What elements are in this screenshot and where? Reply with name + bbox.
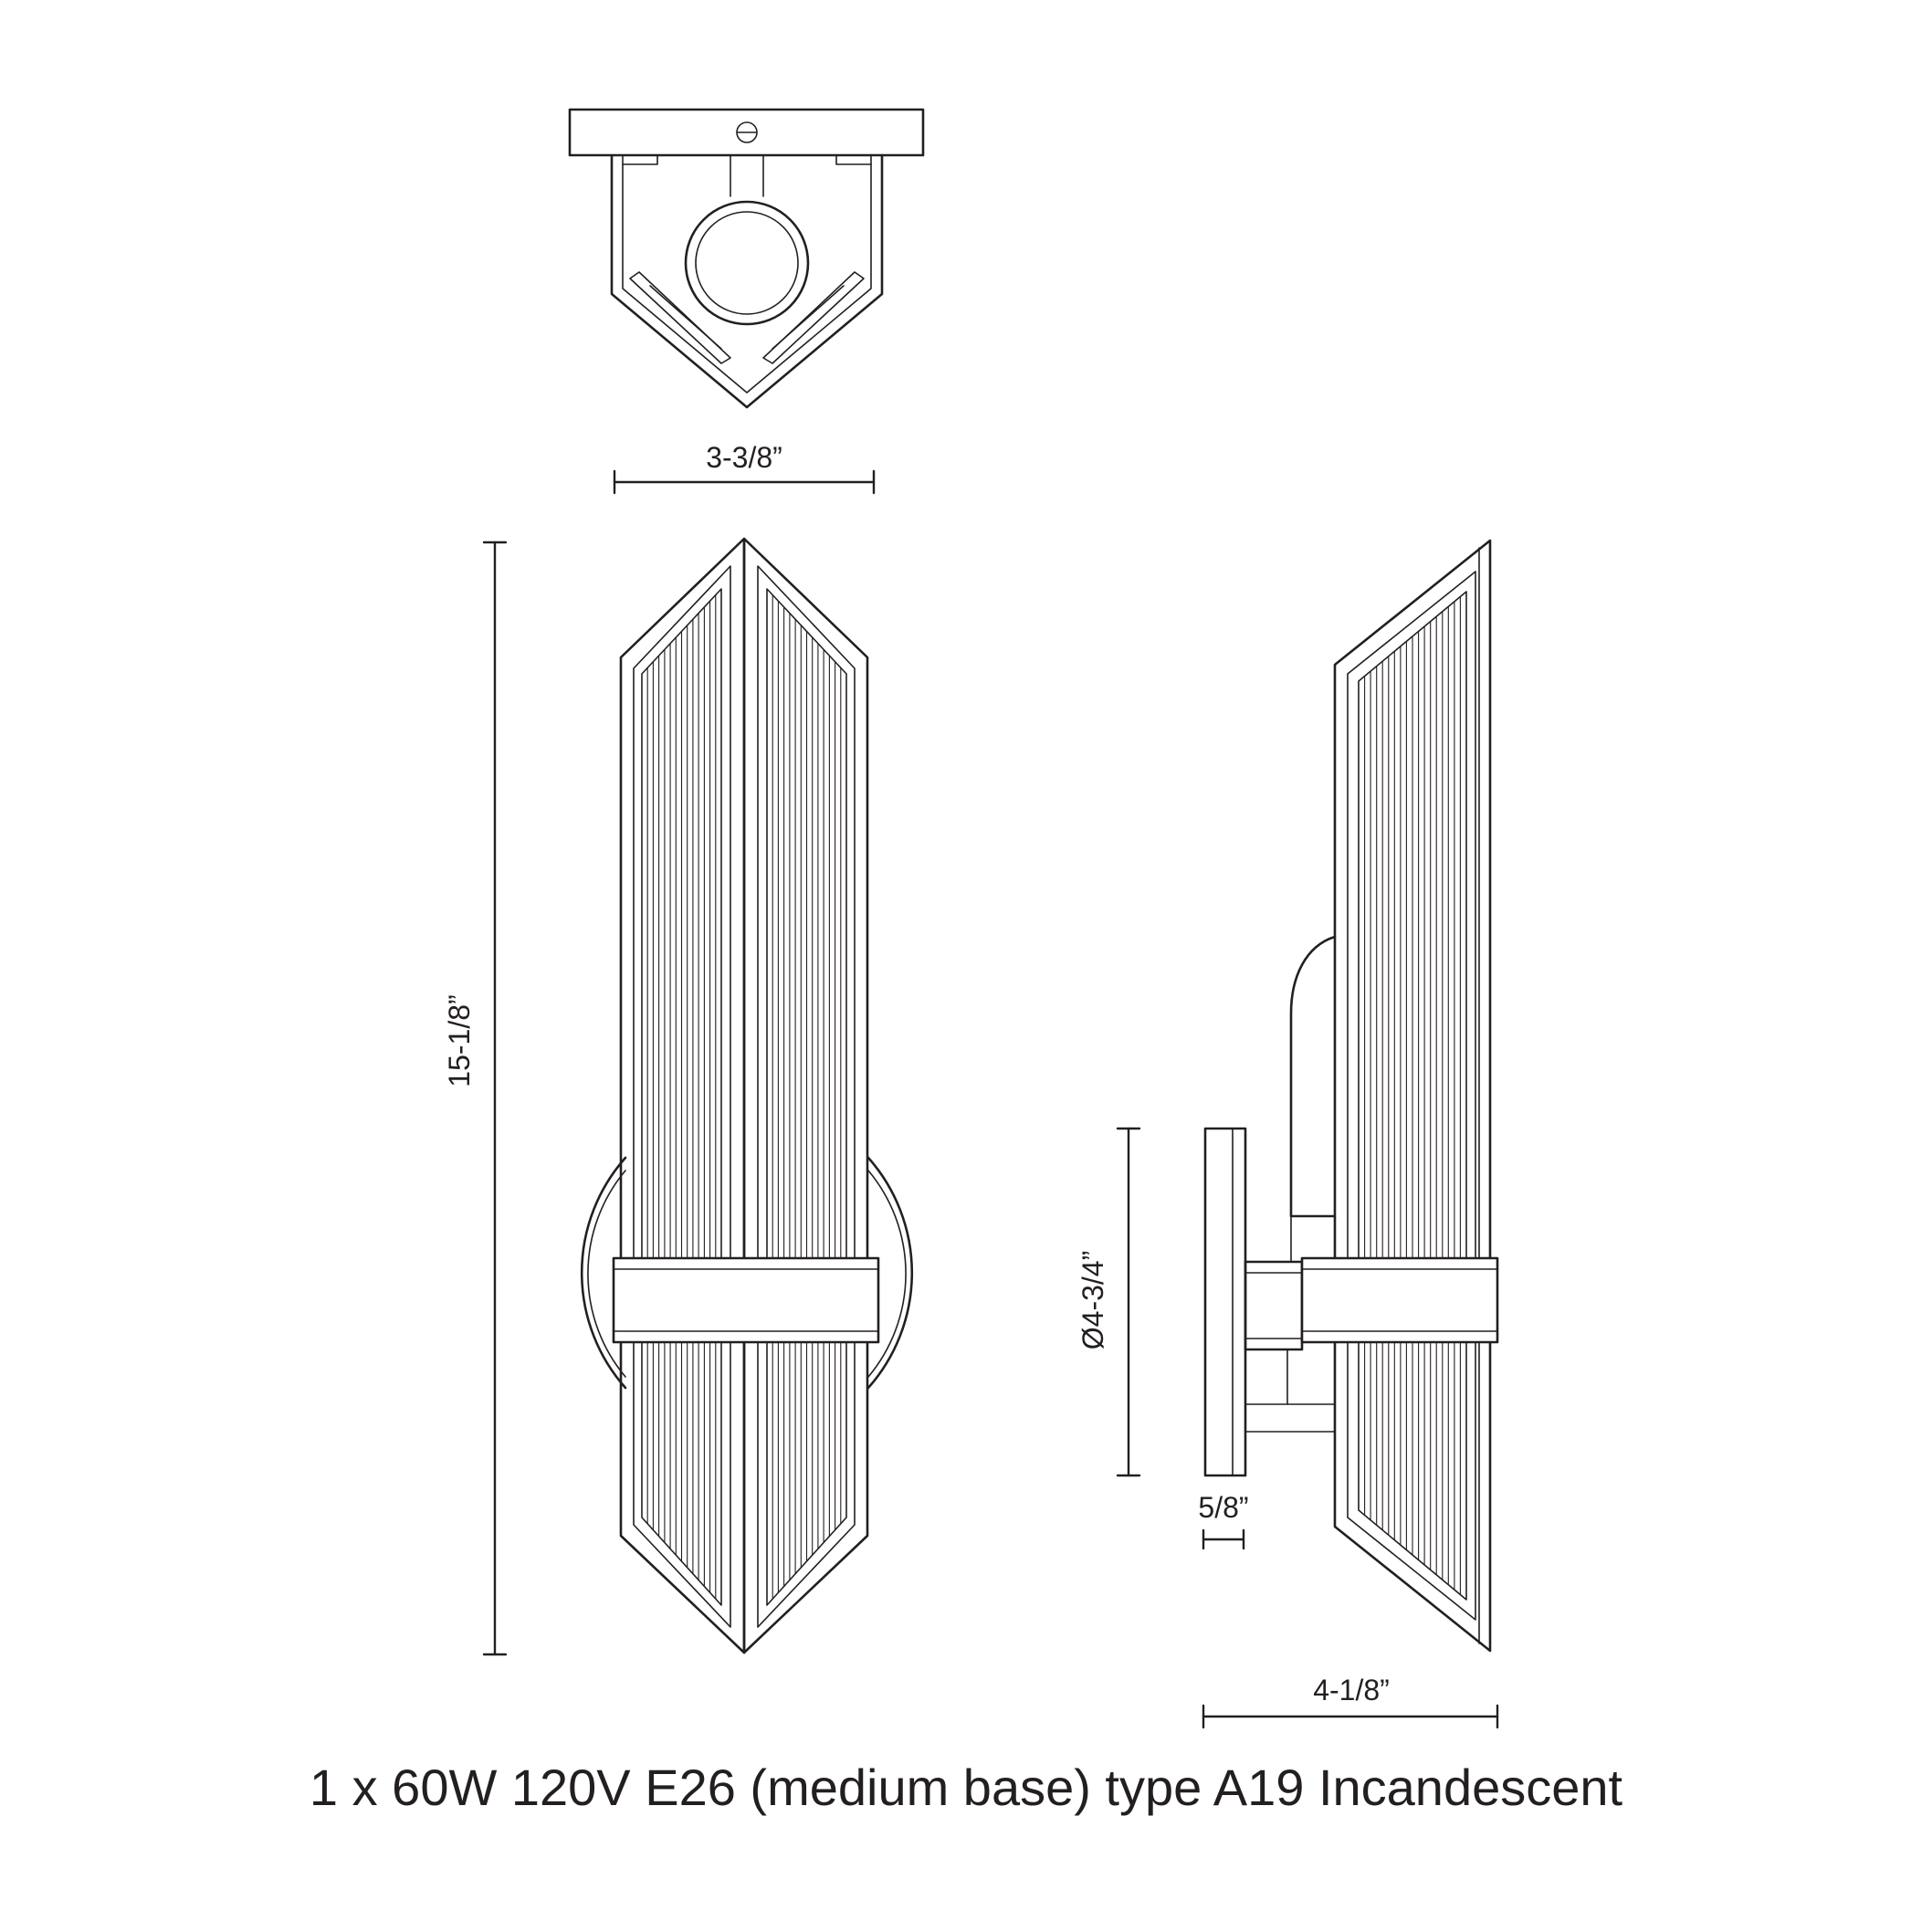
bulb-specification: 1 x 60W 120V E26 (medium base) type A19 … (309, 1759, 1623, 1816)
top-view-glass-right (762, 271, 865, 364)
front-view-backplate-left (580, 1156, 627, 1390)
front-view-backplate-right (866, 1156, 914, 1390)
front-view (580, 537, 914, 1654)
dim-backplate-diameter-label: Ø4-3/4” (1076, 1251, 1109, 1349)
top-view (568, 108, 925, 409)
dim-backplate-depth-label: 5/8” (1198, 1491, 1248, 1524)
front-view-panel-right (742, 537, 869, 1654)
dim-backplate-diameter: Ø4-3/4” (1076, 1127, 1141, 1477)
front-view-flutes (646, 594, 842, 1600)
side-view (1203, 539, 1499, 1653)
top-view-shade (610, 153, 884, 409)
dim-height: 15-1/8” (443, 541, 508, 1656)
dim-extension: 4-1/8” (1202, 1674, 1499, 1729)
front-view-panel-left (619, 537, 746, 1654)
dim-height-label: 15-1/8” (443, 994, 476, 1087)
dim-top-width: 3-3/8” (613, 441, 876, 495)
top-view-socket (684, 200, 810, 326)
top-view-glass-left (629, 271, 731, 364)
side-view-flutes (1364, 596, 1461, 1595)
side-view-socket (1289, 935, 1337, 1218)
front-view-band (612, 1256, 880, 1344)
side-view-support (1244, 1403, 1336, 1433)
top-view-backplate (568, 108, 925, 157)
dim-top-width-label: 3-3/8” (706, 441, 782, 474)
dim-extension-label: 4-1/8” (1313, 1674, 1390, 1706)
side-view-backplate (1203, 1127, 1247, 1477)
dim-backplate-depth: 5/8” (1198, 1491, 1249, 1550)
top-view-screw (736, 121, 758, 143)
side-view-arm (1244, 1260, 1304, 1351)
side-view-shade (1333, 539, 1492, 1653)
side-view-band (1300, 1256, 1499, 1344)
